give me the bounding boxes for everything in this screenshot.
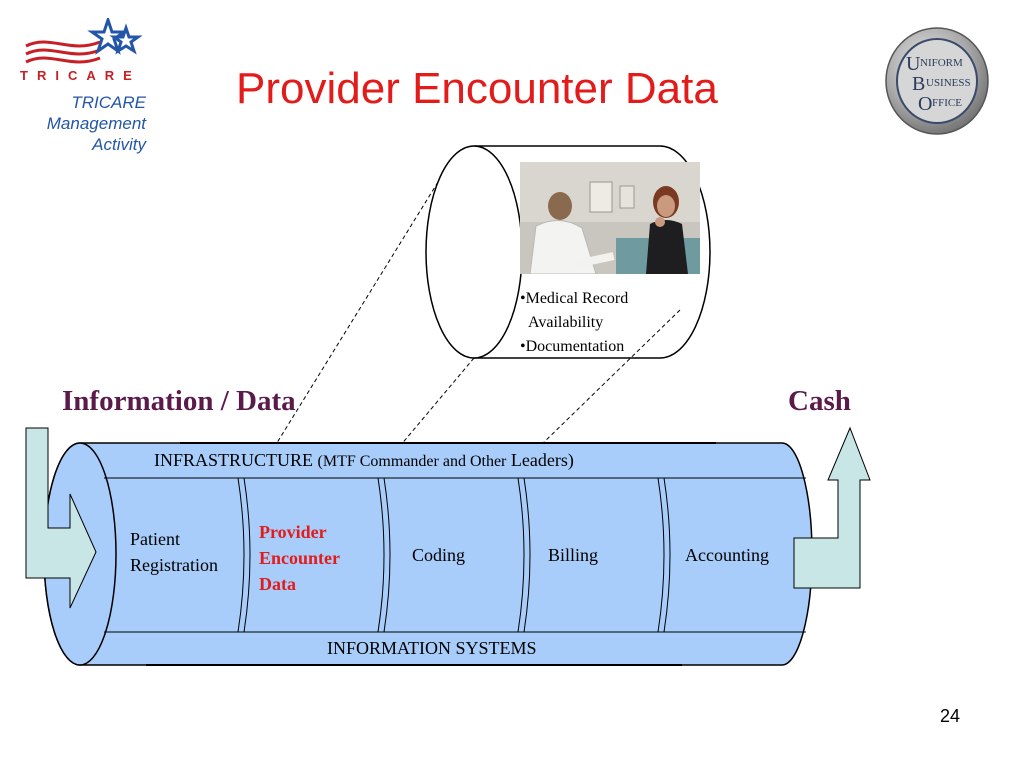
information-systems-band: INFORMATION SYSTEMS [327, 638, 537, 658]
doctor-patient-exam-photo [520, 162, 700, 274]
patient-line1: Patient [130, 529, 180, 549]
provider-line2: Encounter [259, 548, 340, 568]
infrastructure-band: INFRASTRUCTURE (MTF Commander and Other … [154, 450, 574, 471]
tricare-letters: TRICARE [20, 68, 141, 83]
provider-line3: Data [259, 574, 296, 594]
tricare-logo-line1: TRICARE [71, 93, 146, 112]
zoom-bullet-list: •Medical Record Availability •Documentat… [520, 287, 628, 359]
bullet-documentation: •Documentation [520, 338, 625, 355]
patient-line2: Registration [130, 555, 218, 575]
uniform-business-office-seal: U NIFORM B USINESS O FFICE [885, 27, 989, 135]
seal-letter-o: O [918, 93, 932, 115]
tricare-logo-text: TRICARE Management Activity [18, 92, 146, 155]
seal-word-usiness: USINESS [926, 77, 971, 89]
tricare-logo-line2: Management [46, 114, 146, 133]
page-number: 24 [940, 706, 961, 726]
infrastructure-end: Leaders) [510, 450, 574, 470]
tricare-logo-line3: Activity [92, 135, 146, 154]
bullet-medical-record: •Medical Record [520, 290, 629, 307]
infrastructure-main: INFRASTRUCTURE [154, 450, 314, 470]
tricare-flag-star-icon [25, 18, 143, 64]
provider-line1: Provider [259, 522, 327, 542]
stage-billing: Billing [548, 545, 599, 565]
information-data-label: Information / Data [62, 385, 296, 417]
cash-label: Cash [788, 385, 851, 417]
bullet-availability: Availability [528, 314, 604, 331]
infrastructure-paren: (MTF Commander and Other [317, 453, 507, 470]
stage-accounting: Accounting [685, 545, 769, 565]
page-title: Provider Encounter Data [236, 64, 718, 113]
seal-letter-b: B [912, 73, 925, 95]
seal-letter-u: U [906, 53, 921, 75]
seal-word-ffice: FFICE [932, 97, 962, 109]
stage-coding: Coding [412, 545, 466, 565]
stage-patient-registration: Patient Registration [130, 526, 218, 578]
seal-word-niform: NIFORM [920, 57, 963, 69]
stage-provider-encounter-data: Provider Encounter Data [259, 519, 340, 597]
